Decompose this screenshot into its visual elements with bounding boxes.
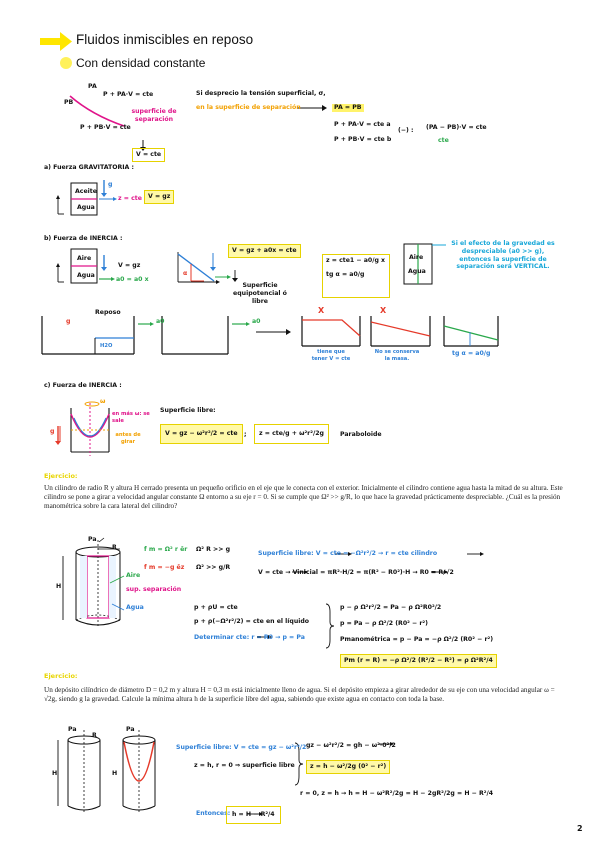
omega-label-c: ω bbox=[100, 398, 106, 405]
pa-ej1: Pa bbox=[88, 536, 97, 543]
bernoulli2: p + ρ(−Ω²r²/2) = cte en el líquido bbox=[194, 618, 310, 625]
v-cte-box: V = cte bbox=[132, 148, 166, 162]
agua-label-v: Agua bbox=[408, 268, 426, 275]
h-ej2-2: H bbox=[112, 770, 118, 777]
pa-equals-pb: PA = PB bbox=[332, 104, 364, 112]
g-label-c: g bbox=[50, 428, 55, 435]
sup-sep-ej1: sup. separación bbox=[126, 586, 182, 593]
ej2-eq2: z = h − ω²/2g (0² − r²) bbox=[306, 760, 391, 774]
bernoulli1: p + ρU = cte bbox=[194, 604, 238, 611]
exercise1-text: Un cilindro de radio R y altura H cerrad… bbox=[44, 484, 563, 511]
sup-libre-ej2: Superficie libre: V = cte = gz − ω²r²/2 bbox=[176, 744, 307, 751]
agua-label-a: Agua bbox=[77, 204, 95, 211]
h-ej2-1: H bbox=[52, 770, 58, 777]
pa-ej2-2: Pa bbox=[126, 726, 135, 733]
cond-ej2: z = h, r = 0 ⇒ superficie libre bbox=[194, 762, 295, 769]
v-gz-b: V = gz bbox=[118, 262, 141, 269]
g-label-a: g bbox=[108, 181, 113, 188]
determine-cte: Determinar cte: r = R0 → p = Pa bbox=[194, 634, 305, 641]
g-label-reposo: g bbox=[66, 318, 71, 325]
section-b-title: b) Fuerza de INERCIA : bbox=[44, 235, 123, 242]
ej2-eq3: r = 0, z = h → h = H − ω²R²/2g = H − 2gR… bbox=[300, 790, 494, 797]
pressure-eq2: p = Pa − ρ Ω²/2 (R0² − r²) bbox=[340, 620, 428, 627]
tank-sequence bbox=[41, 316, 499, 355]
x-mark-2: X bbox=[380, 306, 387, 315]
cylinder-ej2 bbox=[57, 730, 156, 812]
result-eq: (PA − PB)·V = cte bbox=[426, 124, 487, 131]
a0-label-2: a0 bbox=[252, 318, 261, 325]
system-eq1: P + PA·V = cte a bbox=[334, 121, 391, 128]
force3: f m = −g êz bbox=[144, 564, 185, 571]
h-ej1: H bbox=[56, 583, 62, 590]
v-gz-box-a: V = gz bbox=[144, 190, 175, 204]
z-cte-a: z = cte bbox=[118, 195, 142, 202]
mas-omega-label: en más ω: se sale bbox=[112, 411, 150, 424]
r-ej2: R bbox=[92, 732, 97, 739]
page-number: 2 bbox=[577, 824, 583, 833]
aire-label-b: Aire bbox=[77, 255, 92, 262]
bullet-icon bbox=[60, 57, 72, 69]
agua-ej1: Agua bbox=[126, 604, 144, 611]
reposo-label: Reposo bbox=[95, 309, 121, 316]
pressure-eq1: p − ρ Ω²r²/2 = Pa − ρ Ω²R0²/2 bbox=[340, 604, 442, 611]
section-c-title: c) Fuerza de INERCIA : bbox=[44, 382, 122, 389]
agua-label-b: Agua bbox=[77, 272, 95, 279]
note-line2: en la superficie de separación bbox=[196, 104, 301, 111]
system-eq2: P + PB·V = cte b bbox=[334, 136, 392, 143]
force4: Ω² >> g/R bbox=[196, 564, 231, 571]
page-title: Fluidos inmiscibles en reposo bbox=[76, 32, 254, 47]
r-ej1: R bbox=[112, 544, 117, 551]
exercise2-text: Un depósito cilíndrico de diámetro D = 0… bbox=[44, 686, 555, 704]
sup-libre-ej1: Superficie libre: V = cte = −Ω²r²/2 → r … bbox=[258, 550, 438, 557]
result-box-ej1: Pm (r = R) = −ρ Ω²/2 (R²/2 − R²) = ρ Ω²R… bbox=[340, 654, 497, 668]
exercise2-label: Ejercicio: bbox=[44, 672, 78, 680]
subtract-label: (−) : bbox=[398, 127, 414, 134]
page-subtitle: Con densidad constante bbox=[76, 56, 206, 70]
antes-girar-label: antes de girar bbox=[115, 432, 141, 445]
paraboloide-label: Paraboloide bbox=[340, 431, 382, 438]
separation-surface-label: superficie de separación bbox=[131, 108, 177, 123]
a0-label-1: a0 bbox=[156, 318, 165, 325]
v-eq-box-b: V = gz + a0x = cte bbox=[228, 244, 301, 258]
aceite-label: Aceite bbox=[75, 188, 97, 195]
pressure-eq3: Pmanométrica = p − Pa = −ρ Ω²/2 (R0² − r… bbox=[340, 636, 494, 643]
v-eq-box-c: V = gz − ω²r²/2 = cte bbox=[160, 424, 243, 444]
pb-label: PB bbox=[64, 99, 74, 106]
vertical-note: Si el efecto de la gravedad es desprecia… bbox=[451, 240, 555, 271]
tg-eq-b: tg α = a0/g bbox=[326, 270, 365, 278]
entonces-label: Entonces: bbox=[196, 810, 231, 817]
exercise1-label: Ejercicio: bbox=[44, 472, 78, 480]
z-eq-b: z = cte1 − a0/g x bbox=[326, 257, 386, 264]
pa-ej2-1: Pa bbox=[68, 726, 77, 733]
z-eq-box-c: z = cte/g + ω²r²/2g bbox=[254, 424, 329, 444]
aire-label-v: Aire bbox=[409, 254, 424, 261]
caption-2: No se conserva la masa. bbox=[374, 349, 420, 362]
pa-label: PA bbox=[88, 83, 97, 90]
result-cte: cte bbox=[438, 137, 449, 144]
sup-libre-label-c: Superficie libre: bbox=[160, 407, 216, 414]
alpha-label: α bbox=[183, 270, 188, 277]
cylinder-ej1 bbox=[62, 537, 121, 628]
equipotential-label: Superficie equipotencial ó libre bbox=[233, 282, 287, 305]
volume-ej1: V = cte → Vinicial = πR²·H/2 = π(R² − R0… bbox=[258, 569, 454, 576]
eq-a: P + PA·V = cte bbox=[103, 91, 154, 98]
x-mark-1: X bbox=[318, 306, 325, 315]
caption-1: tiene que tener V = cte bbox=[311, 349, 351, 362]
a0-label-b: a0 = a0 x bbox=[116, 276, 149, 283]
force2: Ω² R >> g bbox=[196, 546, 230, 553]
note-line1: Si desprecio la tensión superficial, σ, bbox=[196, 90, 326, 97]
result-box-ej2: h = H − R²/4 bbox=[226, 806, 281, 824]
aire-ej1: Aire bbox=[126, 572, 141, 579]
h2o-label: H2O bbox=[100, 343, 113, 349]
z-tg-box: z = cte1 − a0/g x tg α = a0/g bbox=[322, 254, 390, 298]
force1: f m = Ω² r êr bbox=[144, 546, 188, 553]
ej2-eq1: gz − ω²r²/2 = gh − ω²·0²/2 bbox=[306, 742, 396, 749]
eq-b: P + PB·V = cte bbox=[80, 124, 131, 131]
section-a-title: a) Fuerza GRAVITATORIA : bbox=[44, 164, 134, 171]
arrow-right-icon bbox=[40, 32, 72, 51]
rotating-cup bbox=[55, 401, 110, 456]
tg-alpha-2: tg α = a0/g bbox=[452, 350, 491, 357]
